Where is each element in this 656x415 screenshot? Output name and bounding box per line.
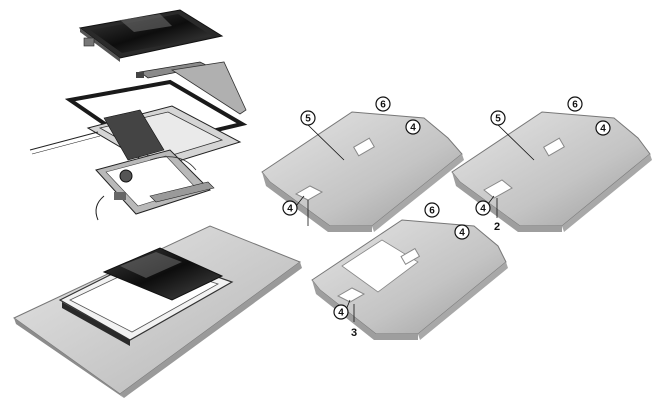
liner2-callout-4-right: 4 — [595, 120, 611, 136]
svg-text:4: 4 — [410, 123, 416, 134]
liner3-callout-4-left: 4 — [333, 299, 355, 322]
svg-text:5: 5 — [305, 114, 311, 125]
svg-text:6: 6 — [429, 206, 435, 217]
sunroof-frame — [29, 105, 242, 169]
svg-text:6: 6 — [572, 100, 578, 111]
headliner-variant-1: 5 6 4 4 — [261, 96, 464, 232]
roof-panel-assembly — [13, 225, 302, 398]
svg-text:4: 4 — [338, 308, 344, 319]
liner3-callout-4-right: 4 — [454, 224, 470, 240]
svg-text:4: 4 — [480, 204, 486, 215]
svg-text:5: 5 — [495, 114, 501, 125]
svg-text:4: 4 — [600, 124, 606, 135]
headliner-variant-2: 5 6 4 4 2 — [451, 96, 652, 233]
headliner-variant-3: 6 4 4 3 — [311, 202, 508, 340]
liner3-number-label: 3 — [351, 327, 357, 339]
glass-panel — [78, 9, 224, 62]
sunroof-exploded-assembly — [29, 9, 248, 221]
liner3-callout-6: 6 — [424, 202, 440, 218]
liner1-callout-5: 5 — [300, 110, 345, 161]
svg-text:4: 4 — [287, 204, 293, 215]
drive-frame — [95, 149, 215, 221]
liner2-number-label: 2 — [494, 221, 500, 233]
svg-text:6: 6 — [380, 100, 386, 111]
liner2-callout-4-left: 4 — [475, 195, 498, 218]
svg-text:4: 4 — [459, 228, 465, 239]
liner1-callout-4-left: 4 — [282, 195, 309, 226]
wind-deflector-bracket — [136, 61, 247, 115]
liner2-callout-6: 6 — [567, 96, 583, 112]
liner2-callout-5: 5 — [490, 110, 535, 161]
liner1-callout-4-right: 4 — [405, 119, 421, 135]
liner1-callout-6: 6 — [375, 96, 391, 112]
